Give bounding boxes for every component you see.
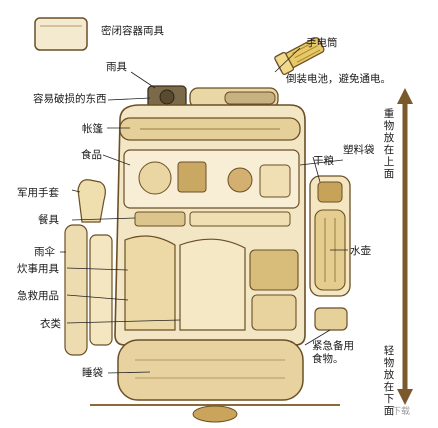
fragile-items-icon (189, 87, 279, 109)
label-sealed-container: 密闭容器両具 (101, 25, 164, 37)
label-rain-gear: 雨具 (106, 61, 127, 73)
label-military-gloves: 军用手套 (17, 187, 59, 199)
label-flashlight: 手电筒 (306, 37, 338, 49)
left-side-pocket (64, 224, 113, 356)
label-sleeping-bag: 睡袋 (82, 367, 103, 379)
gloves-icon (77, 179, 106, 223)
label-canteen: 水壶 (350, 245, 371, 257)
tableware-row (134, 211, 291, 227)
emergency-food-pouch (314, 307, 348, 331)
label-plastic-bag: 塑料袋 (343, 144, 375, 156)
leader-lines (60, 47, 348, 374)
label-heavy-on-top: 重物放在上面 (383, 108, 395, 180)
label-umbrella: 雨伞 (34, 246, 55, 258)
weight-arrow (397, 88, 413, 405)
tent-roll (119, 117, 301, 141)
clothing-section (124, 235, 299, 331)
label-emergency-food: 紧急备用 食物。 (312, 340, 354, 365)
label-clothing: 衣类 (40, 318, 61, 330)
label-tent: 帐篷 (82, 123, 103, 135)
watermark: 下载 (392, 407, 411, 417)
sleeping-bag (117, 339, 304, 401)
label-light-on-bottom: 轻物放在下面 (383, 345, 395, 417)
sealed-container-icon (34, 17, 88, 51)
label-dry-rations: 干粮 (313, 155, 334, 167)
food-compartment (123, 149, 300, 209)
label-food: 食品 (81, 149, 102, 161)
label-flashlight-note: 倒装电池，避免通电。 (286, 73, 391, 85)
label-cooking-utensils: 炊事用具 (17, 263, 59, 275)
right-side-pocket (309, 175, 351, 297)
label-tableware: 餐具 (38, 214, 59, 226)
ground-shadow (192, 405, 238, 423)
label-fragile-items: 容易破损的东西 (33, 93, 107, 105)
label-first-aid: 急救用品 (17, 290, 59, 302)
